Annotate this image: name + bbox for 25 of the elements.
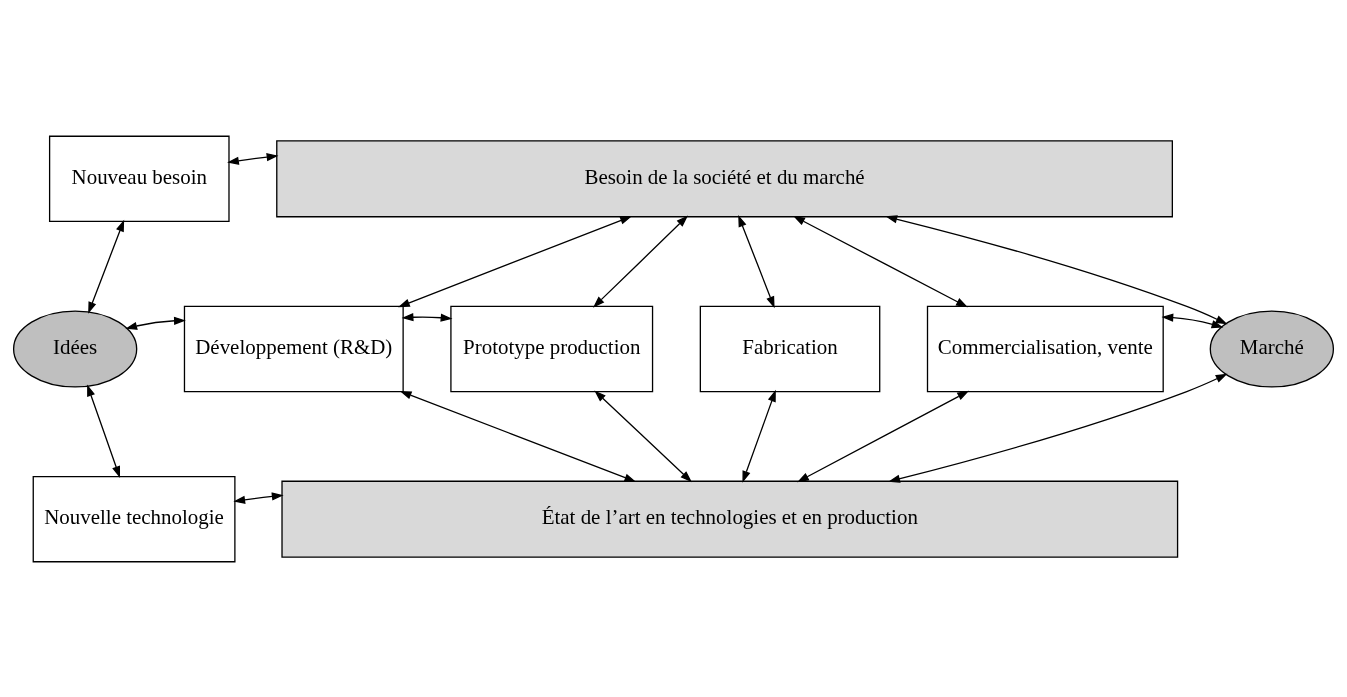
arrow	[125, 316, 186, 330]
node-box: Développement (R&D)	[183, 305, 404, 392]
arrow	[401, 312, 453, 322]
node-box: Nouveau besoin	[48, 135, 230, 222]
arrow	[399, 390, 637, 482]
arrow	[88, 219, 125, 314]
arrow	[1161, 313, 1224, 328]
arrow	[738, 214, 775, 308]
node-box: État de l’art en technologies et en production	[281, 480, 1179, 558]
node-box: Nouvelle technologie	[32, 475, 236, 562]
node-box: Besoin de la société et du marché	[276, 139, 1173, 217]
arrow	[742, 389, 776, 483]
node-box: Fabrication	[699, 305, 881, 392]
arrow	[797, 390, 970, 482]
arrow	[398, 215, 632, 307]
arrow	[233, 491, 284, 504]
arrow	[594, 389, 692, 482]
arrow	[593, 215, 689, 308]
arrow	[227, 152, 279, 165]
arrow	[87, 383, 120, 478]
arrow	[793, 215, 968, 307]
node-box: Prototype production	[450, 305, 654, 392]
arrow	[885, 214, 1228, 324]
arrow	[888, 373, 1228, 483]
node-box: Commercialisation, vente	[926, 305, 1164, 392]
